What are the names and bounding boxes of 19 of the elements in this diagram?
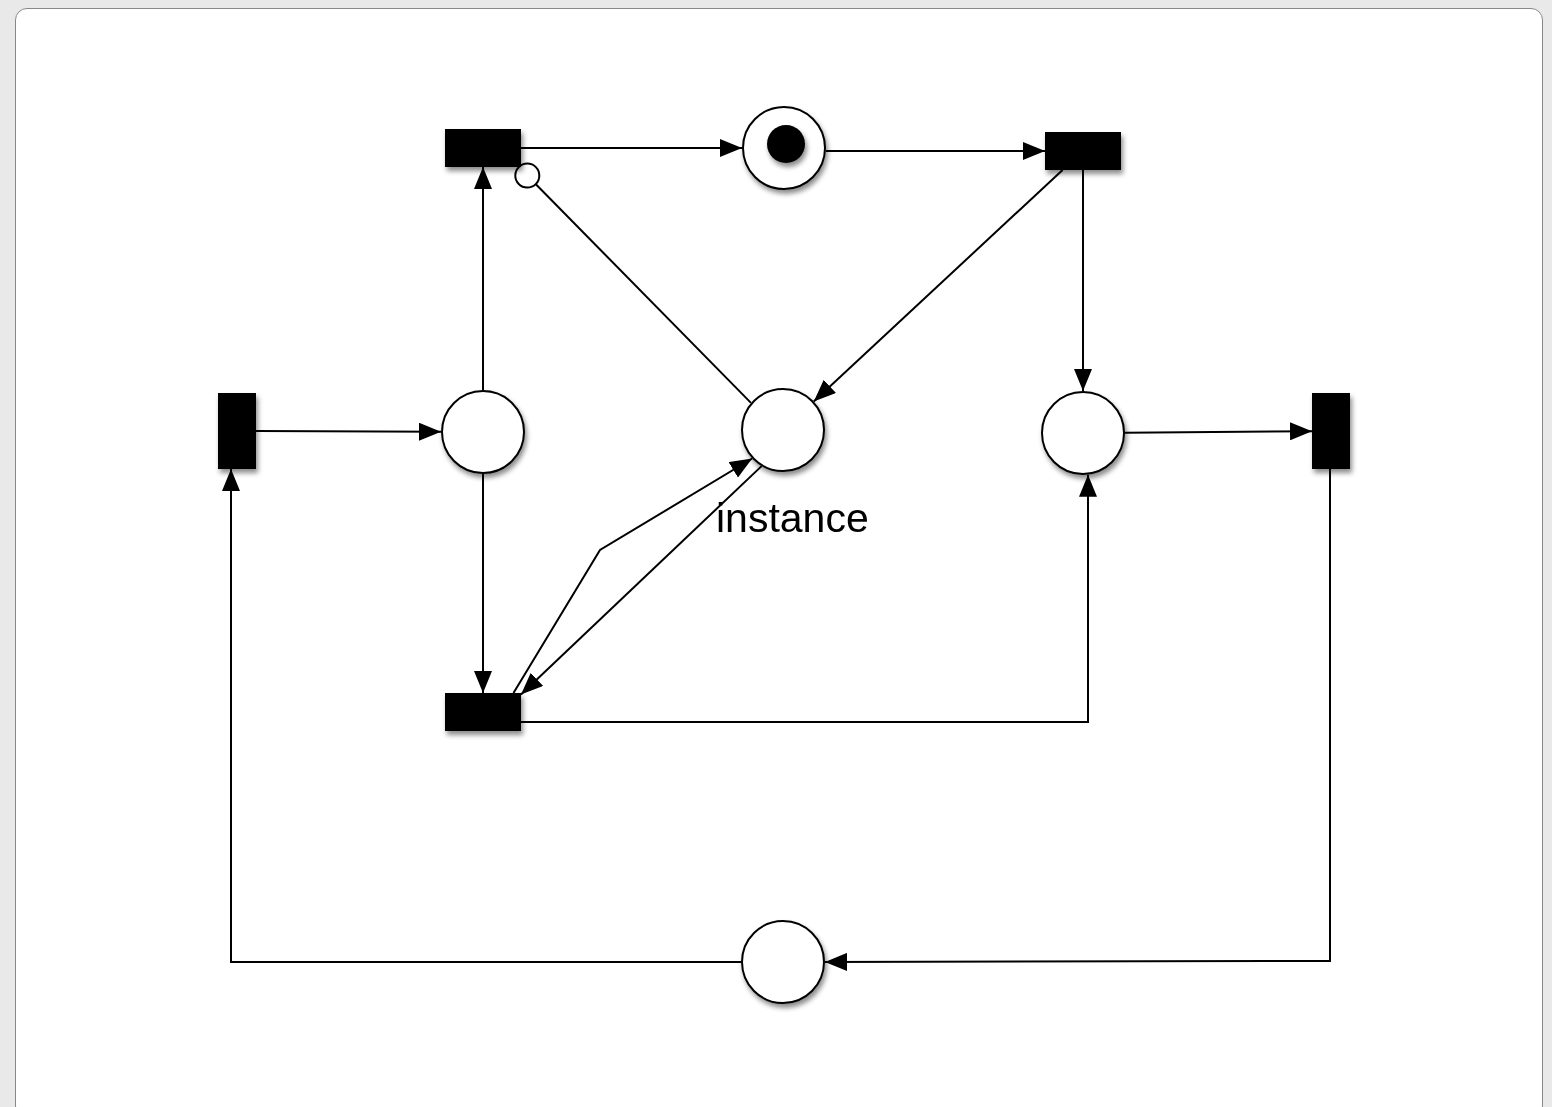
arc-label: instance [716,498,869,539]
transition-bar [218,393,256,469]
transition-bar [445,129,521,167]
token-dot [767,125,805,163]
arc-arrow [824,468,1331,971]
arc-arrow [520,139,743,157]
arc-arrow [520,473,1097,723]
transition-bar [1045,132,1121,170]
arc-arrow [1124,422,1313,441]
arc-arrow [824,142,1046,160]
arc-arrow [1074,169,1092,392]
transition-bar [1312,393,1350,469]
arc-arrow [255,422,442,441]
transition-bar [445,693,521,731]
arc-arrow [474,473,492,694]
arc-arrow [474,166,492,391]
arc-arrow [222,468,742,963]
inhibitor-arc [514,162,752,404]
arc-arrow [812,169,1064,403]
